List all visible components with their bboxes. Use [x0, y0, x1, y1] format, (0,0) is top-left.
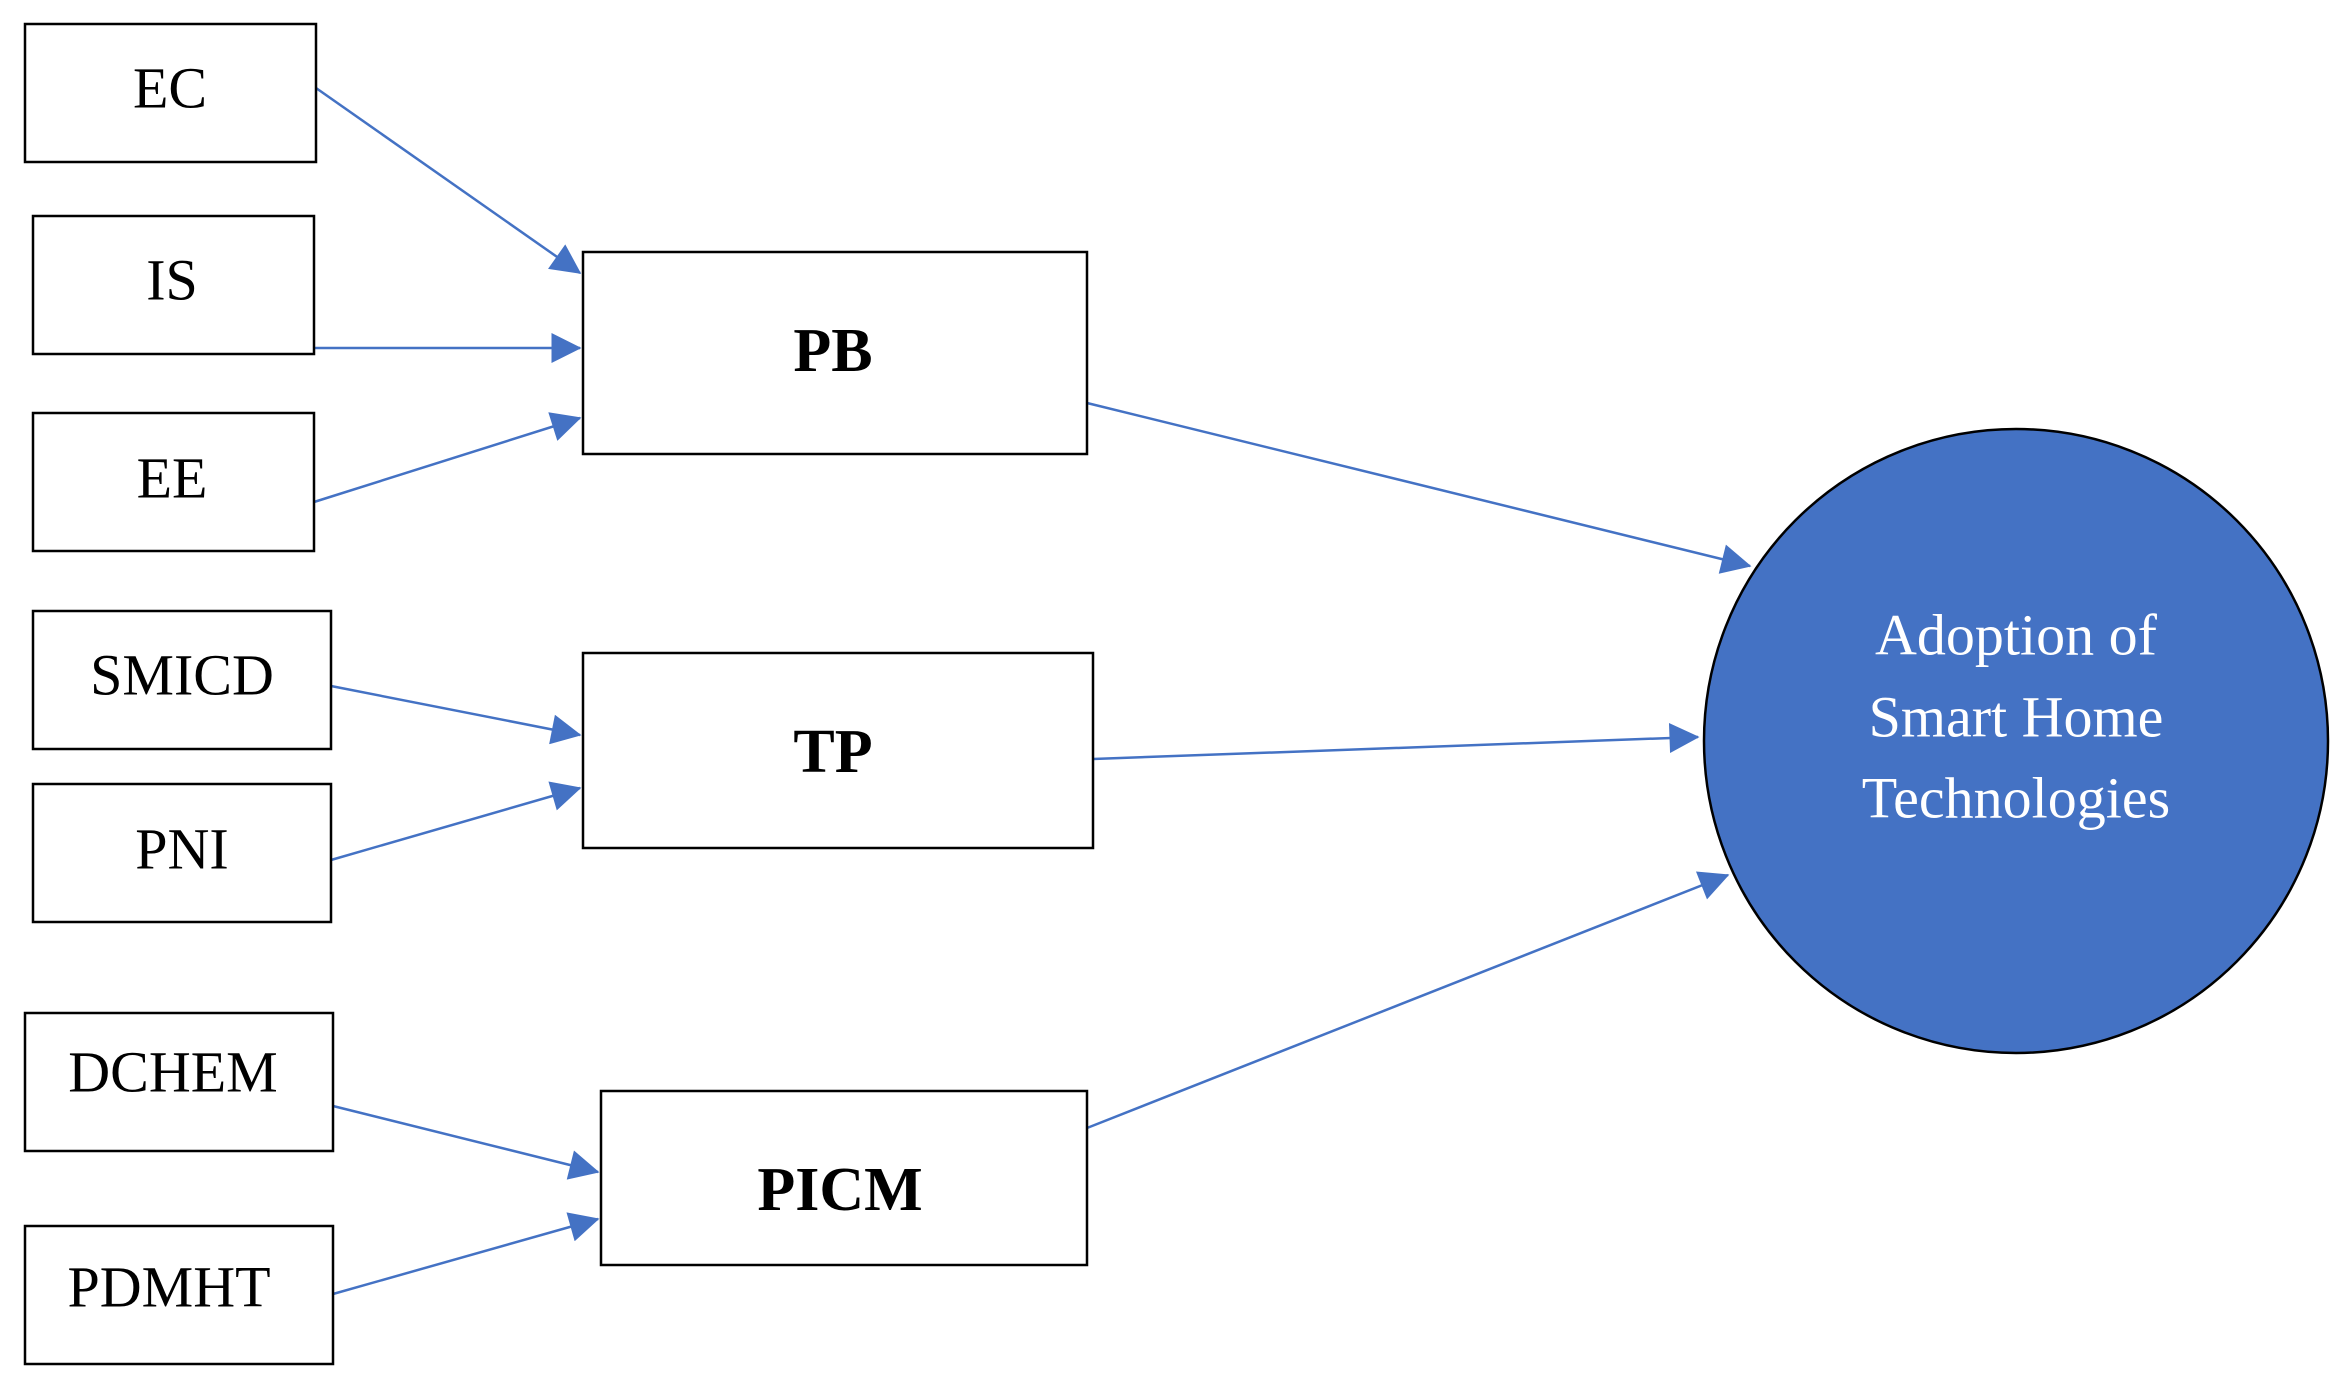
outcome-line-2: Smart Home [1869, 685, 2164, 750]
arrow-pni-to-tp [330, 781, 582, 862]
label-smicd: SMICD [90, 643, 274, 708]
label-is: IS [146, 248, 198, 313]
arrow-pdmht-to-picm [332, 1212, 600, 1296]
outcome-line-1: Adoption of [1875, 603, 2158, 668]
label-ec: EC [133, 56, 207, 121]
outcome-circle [1702, 427, 2330, 1055]
label-pni: PNI [135, 817, 228, 882]
box-pb: PB [581, 250, 1089, 456]
box-ec: EC [23, 22, 318, 164]
label-pb: PB [793, 317, 872, 385]
arrows [313, 86, 1752, 1296]
box-tp: TP [581, 651, 1095, 850]
outcome-node: Adoption of Smart Home Technologies [1702, 427, 2330, 1055]
arrow-tp-to-outcome [1092, 723, 1700, 761]
box-picm: PICM [599, 1089, 1089, 1267]
arrow-dchem-to-picm [332, 1104, 600, 1180]
box-pni: PNI [31, 782, 333, 924]
arrow-pb-to-outcome [1086, 401, 1752, 574]
label-picm: PICM [757, 1156, 922, 1224]
arrow-smicd-to-tp [330, 684, 582, 745]
outcome-line-3: Technologies [1862, 766, 2170, 831]
arrow-picm-to-outcome [1086, 871, 1730, 1130]
box-smicd: SMICD [31, 609, 333, 751]
arrow-ee-to-pb [313, 412, 582, 504]
box-dchem: DCHEM [23, 1011, 335, 1153]
arrow-ec-to-pb [315, 86, 582, 275]
label-ee: EE [137, 446, 208, 511]
box-is: IS [31, 214, 316, 356]
label-tp: TP [793, 718, 872, 786]
box-ee: EE [31, 411, 316, 553]
label-dchem: DCHEM [68, 1040, 277, 1105]
label-pdmht: PDMHT [67, 1255, 270, 1320]
box-pdmht: PDMHT [23, 1224, 335, 1366]
